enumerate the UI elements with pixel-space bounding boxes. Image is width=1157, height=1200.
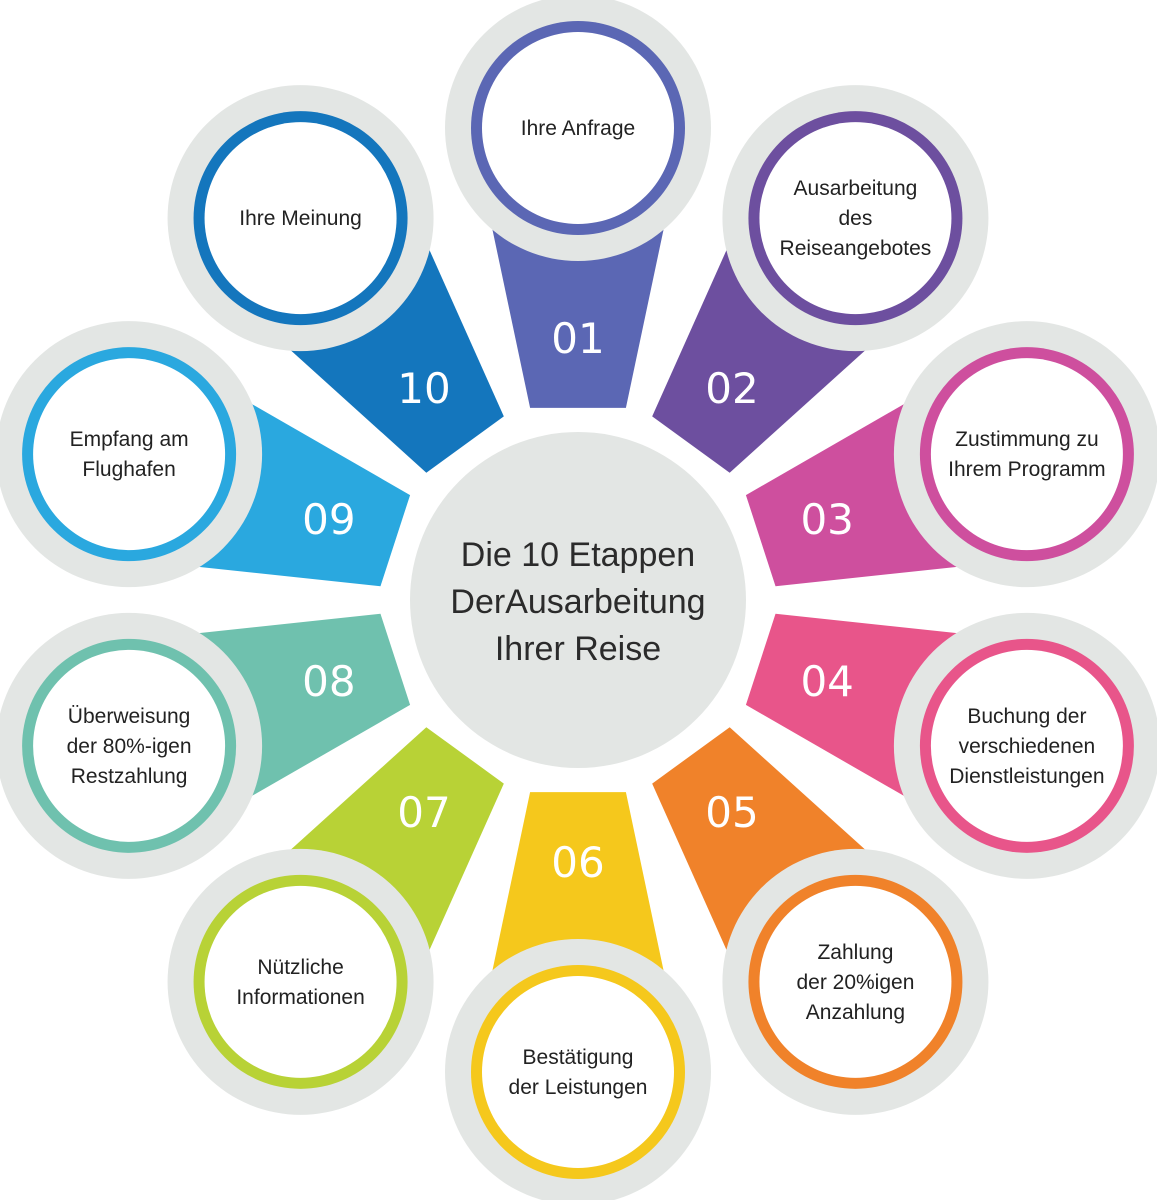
step-number-07: 07 (397, 788, 450, 837)
center-hub: Die 10 Etappen DerAusarbeitung Ihrer Rei… (410, 432, 746, 768)
inner-disc-step-06 (482, 976, 674, 1168)
step-label-06-line-2: der Leistungen (509, 1076, 648, 1099)
step-label-06-line-1: Bestätigung (523, 1046, 634, 1069)
center-title-line-1: Die 10 Etappen (461, 536, 695, 574)
inner-disc-step-09 (33, 358, 226, 551)
step-label-03-line-1: Zustimmung zu (955, 428, 1099, 451)
center-title-line-3: Ihrer Reise (495, 630, 661, 668)
step-label-08-line-3: Restzahlung (71, 765, 188, 788)
step-number-08: 08 (302, 657, 355, 706)
step-label-04-line-3: Dienstleistungen (949, 765, 1104, 788)
inner-disc-step-07 (204, 885, 397, 1078)
inner-disc-step-03 (930, 358, 1123, 551)
step-label-02-line-1: Ausarbeitung (794, 177, 918, 200)
step-label-05-line-1: Zahlung (817, 941, 893, 964)
step-label-07-line-2: Informationen (236, 986, 364, 1009)
step-label-04-line-2: verschiedenen (959, 735, 1096, 758)
step-label-09-line-1: Empfang am (70, 428, 189, 451)
inner-disc-step-02 (759, 122, 952, 315)
step-number-09: 09 (302, 495, 355, 544)
center-disc (410, 432, 746, 768)
step-label-08-line-1: Überweisung (68, 705, 191, 728)
step-label-05-line-3: Anzahlung (806, 1001, 905, 1024)
step-label-10-line-1: Ihre Meinung (239, 207, 362, 230)
step-number-10: 10 (397, 364, 450, 413)
step-label-04-line-1: Buchung der (967, 705, 1086, 728)
step-number-06: 06 (551, 838, 604, 887)
step-label-02-line-2: des (839, 207, 873, 230)
step-number-04: 04 (800, 657, 853, 706)
inner-disc-step-04 (930, 649, 1123, 842)
step-number-05: 05 (705, 788, 758, 837)
step-label-09-line-2: Flughafen (82, 458, 175, 481)
step-label-01-line-1: Ihre Anfrage (521, 117, 635, 140)
inner-disc-step-05 (759, 885, 952, 1078)
step-number-02: 02 (705, 364, 758, 413)
step-label-05-line-2: der 20%igen (796, 971, 914, 994)
step-label-08-line-2: der 80%-igen (67, 735, 192, 758)
inner-disc-step-08 (33, 649, 226, 842)
inner-disc-step-10 (204, 122, 397, 315)
step-label-02-line-3: Reiseangebotes (780, 237, 932, 260)
center-title-line-2: DerAusarbeitung (450, 583, 705, 621)
step-label-03-line-2: Ihrem Programm (948, 458, 1106, 481)
step-number-03: 03 (800, 495, 853, 544)
step-label-07-line-1: Nützliche (257, 956, 343, 979)
step-number-01: 01 (551, 314, 604, 363)
inner-disc-step-01 (482, 32, 674, 224)
